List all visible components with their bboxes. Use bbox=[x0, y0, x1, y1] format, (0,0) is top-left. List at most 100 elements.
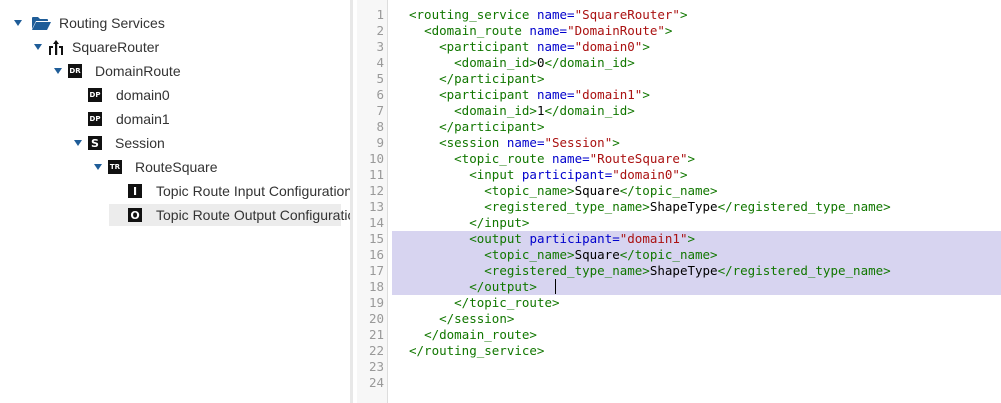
code-token: </output> bbox=[469, 279, 537, 294]
code-token: "domain1" bbox=[574, 87, 643, 102]
tree-node-label: Routing Services bbox=[59, 15, 165, 31]
chevron-down-icon[interactable] bbox=[14, 20, 22, 26]
tree-node-topic-route-output[interactable]: O Topic Route Output Configuration bbox=[109, 204, 350, 226]
code-token bbox=[409, 55, 454, 70]
code-line: <registered_type_name>ShapeType</registe… bbox=[409, 263, 890, 279]
line-number: 22 bbox=[368, 343, 384, 358]
line-number: 21 bbox=[368, 327, 384, 342]
code-line: <domain_route name="DomainRoute"> bbox=[409, 23, 672, 39]
code-token: </topic_name> bbox=[619, 183, 718, 198]
line-number: 12 bbox=[368, 183, 384, 198]
code-token: name= bbox=[529, 23, 568, 38]
code-token: <participant bbox=[439, 87, 537, 102]
code-token: <output bbox=[469, 231, 530, 246]
line-number: 3 bbox=[376, 39, 384, 54]
code-token bbox=[409, 231, 469, 246]
code-token: <participant bbox=[439, 39, 537, 54]
tree-node-domain0[interactable]: DP domain0 bbox=[88, 84, 170, 106]
code-token: <topic_name> bbox=[484, 247, 575, 262]
code-token: <domain_id> bbox=[454, 103, 537, 118]
code-token: > bbox=[687, 231, 696, 246]
tree-node-session[interactable]: S Session bbox=[74, 132, 165, 154]
line-number: 20 bbox=[368, 311, 384, 326]
code-token bbox=[409, 23, 424, 38]
domain-route-icon: DR bbox=[68, 64, 82, 78]
code-token: "domain0" bbox=[612, 167, 680, 182]
input-icon: I bbox=[128, 184, 142, 198]
chevron-down-icon[interactable] bbox=[34, 44, 42, 50]
code-line: </participant> bbox=[409, 119, 544, 135]
code-token: </domain_route> bbox=[424, 327, 537, 342]
line-number: 24 bbox=[368, 375, 384, 390]
code-token: <input bbox=[469, 167, 522, 182]
code-token: </topic_name> bbox=[619, 247, 718, 262]
code-token: participant= bbox=[529, 231, 620, 246]
code-token: "Session" bbox=[544, 135, 613, 150]
code-token bbox=[409, 151, 454, 166]
code-token: > bbox=[679, 7, 688, 22]
domain-participant-icon: DP bbox=[88, 88, 102, 102]
code-token bbox=[409, 263, 484, 278]
code-line: <topic_name>Square</topic_name> bbox=[409, 183, 718, 199]
code-token bbox=[409, 183, 484, 198]
code-token: </registered_type_name> bbox=[717, 199, 891, 214]
code-token: > bbox=[687, 151, 696, 166]
tree-node-topic-route-input[interactable]: I Topic Route Input Configuration bbox=[109, 180, 350, 202]
code-token: </domain_id> bbox=[544, 55, 635, 70]
code-token bbox=[409, 311, 439, 326]
line-number: 10 bbox=[368, 151, 384, 166]
code-line: </input> bbox=[409, 215, 529, 231]
tree-node-routing-services[interactable]: Routing Services bbox=[14, 12, 165, 34]
line-number: 19 bbox=[368, 295, 384, 310]
code-token bbox=[409, 215, 469, 230]
folder-open-icon bbox=[31, 16, 51, 31]
tree-node-label: RouteSquare bbox=[135, 159, 218, 175]
tree-node-route-square[interactable]: TR RouteSquare bbox=[94, 156, 218, 178]
code-line: <output participant="domain1"> bbox=[409, 231, 695, 247]
text-cursor bbox=[555, 279, 556, 294]
line-number: 23 bbox=[368, 359, 384, 374]
code-token bbox=[409, 87, 439, 102]
line-number: 11 bbox=[368, 167, 384, 182]
chevron-down-icon[interactable] bbox=[74, 140, 82, 146]
line-number: 5 bbox=[376, 71, 384, 86]
code-token: </participant> bbox=[439, 119, 545, 134]
topic-route-icon: TR bbox=[108, 160, 122, 174]
code-token: Square bbox=[574, 183, 620, 198]
code-token: > bbox=[642, 87, 650, 102]
tree-node-label: Session bbox=[115, 135, 165, 151]
code-token: name= bbox=[552, 151, 590, 166]
code-token: name= bbox=[536, 7, 575, 22]
code-token: <domain_route bbox=[424, 23, 530, 38]
code-line: <participant name="domain1"> bbox=[409, 87, 650, 103]
tree-node-label: domain1 bbox=[116, 111, 170, 127]
code-token bbox=[409, 103, 454, 118]
line-number: 1 bbox=[376, 7, 384, 22]
chevron-down-icon[interactable] bbox=[94, 164, 102, 170]
line-number: 2 bbox=[376, 23, 384, 38]
code-token bbox=[409, 39, 439, 54]
tree-node-label: Topic Route Input Configuration bbox=[156, 183, 350, 199]
tree-node-domain-route[interactable]: DR DomainRoute bbox=[54, 60, 181, 82]
code-token: </routing_service> bbox=[409, 343, 545, 358]
tree-node-domain1[interactable]: DP domain1 bbox=[88, 108, 170, 130]
tree-node-label: SquareRouter bbox=[72, 39, 160, 55]
code-token bbox=[409, 247, 484, 262]
code-line: </session> bbox=[409, 311, 514, 327]
code-token: </domain_id> bbox=[544, 103, 635, 118]
code-line: </topic_route> bbox=[409, 295, 559, 311]
tree-node-square-router[interactable]: SquareRouter bbox=[34, 36, 159, 58]
line-number: 13 bbox=[368, 199, 384, 214]
code-token: > bbox=[612, 135, 620, 150]
code-line: <input participant="domain0"> bbox=[409, 167, 687, 183]
router-icon bbox=[48, 39, 64, 55]
code-line: <domain_id>0</domain_id> bbox=[409, 55, 635, 71]
code-token: "SquareRouter" bbox=[574, 7, 680, 22]
session-icon: S bbox=[88, 136, 102, 150]
code-line: </routing_service> bbox=[409, 343, 544, 359]
chevron-down-icon[interactable] bbox=[54, 68, 62, 74]
line-number: 17 bbox=[368, 263, 384, 278]
code-token: "domain0" bbox=[574, 39, 643, 54]
panel-splitter[interactable] bbox=[350, 0, 353, 403]
